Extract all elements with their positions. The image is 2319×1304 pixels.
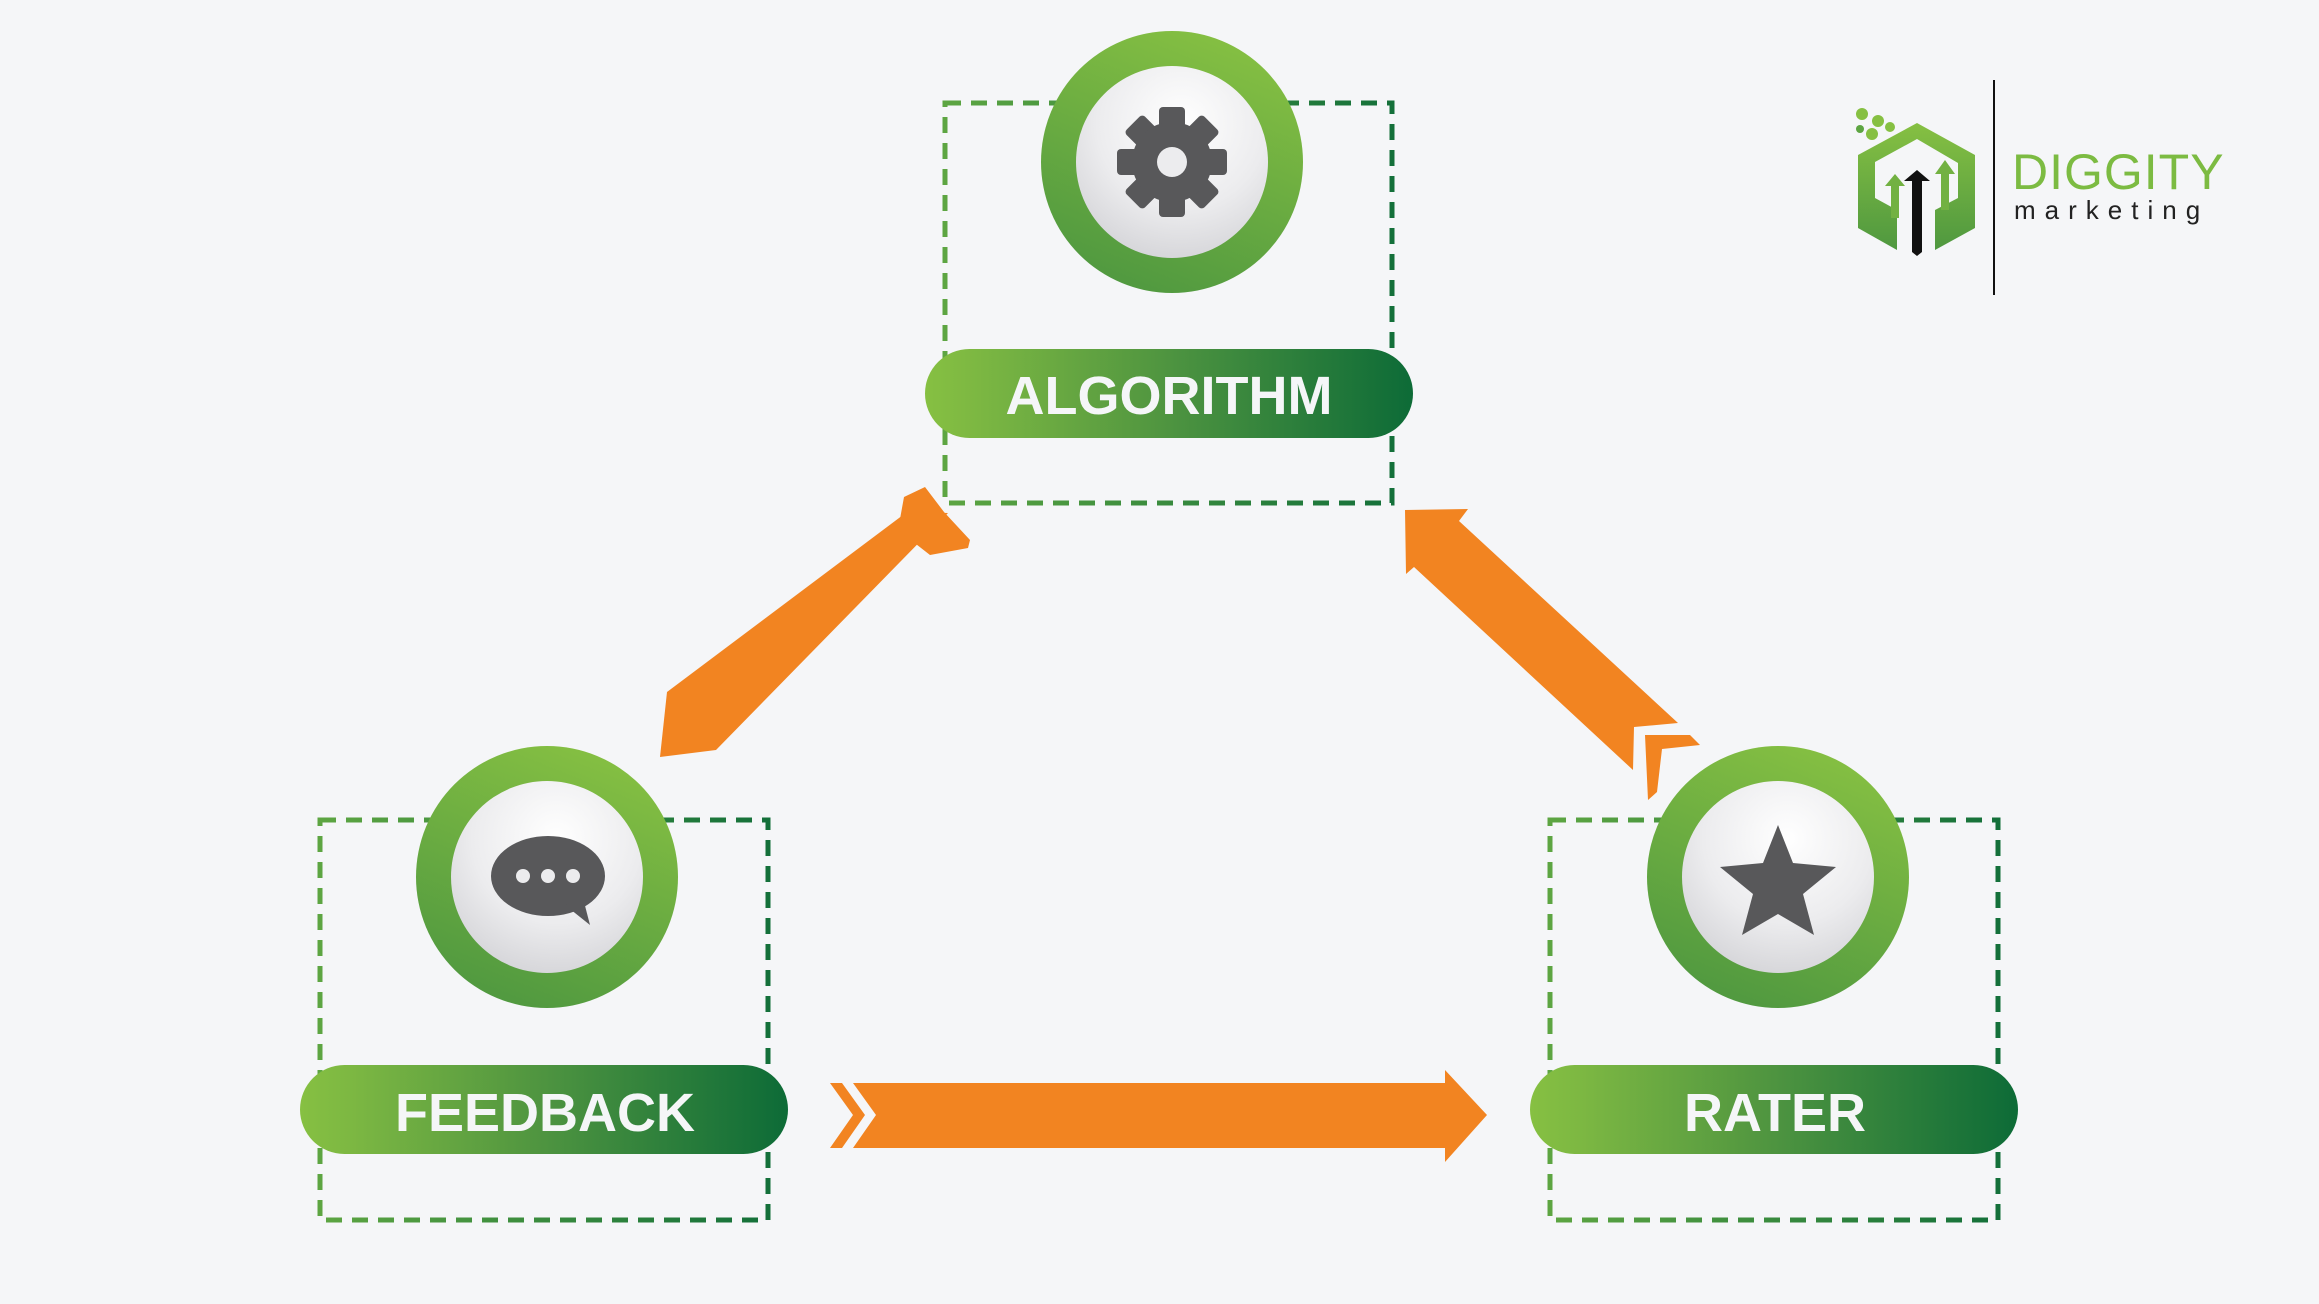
- arrow-body: [660, 512, 948, 757]
- node-algorithm[interactable]: ALGORITHM: [925, 31, 1413, 506]
- logo-wordmark: DIGGITY: [2012, 144, 2225, 200]
- diggity-logo: DIGGITY marketing: [1856, 80, 2225, 295]
- node-label: ALGORITHM: [1006, 366, 1333, 426]
- arrow-feedback-to-rater: [830, 1070, 1487, 1162]
- arrow-body: [1405, 509, 1678, 770]
- chat-bubble-icon: [491, 836, 605, 925]
- label-pill: [300, 1065, 788, 1154]
- logo-mark-icon: [1856, 108, 1975, 256]
- node-label: RATER: [1684, 1083, 1866, 1143]
- gear-icon: [1117, 107, 1227, 217]
- node-label: FEEDBACK: [395, 1083, 695, 1143]
- arrow-chevron-tail: [1645, 735, 1700, 800]
- node-feedback[interactable]: FEEDBACK: [300, 746, 788, 1223]
- arrow-rater-to-algorithm: [1405, 509, 1700, 800]
- star-icon: [1720, 825, 1836, 935]
- node-rater[interactable]: RATER: [1530, 746, 2018, 1223]
- arrow-chevron-tail: [898, 487, 970, 555]
- logo-subtitle: marketing: [2014, 195, 2209, 225]
- label-pill: [1530, 1065, 2018, 1154]
- label-pill: [925, 349, 1413, 438]
- arrow-body: [853, 1070, 1487, 1162]
- arrow-chevron-tail: [830, 1083, 865, 1148]
- arrow-algorithm-to-feedback: [660, 487, 970, 757]
